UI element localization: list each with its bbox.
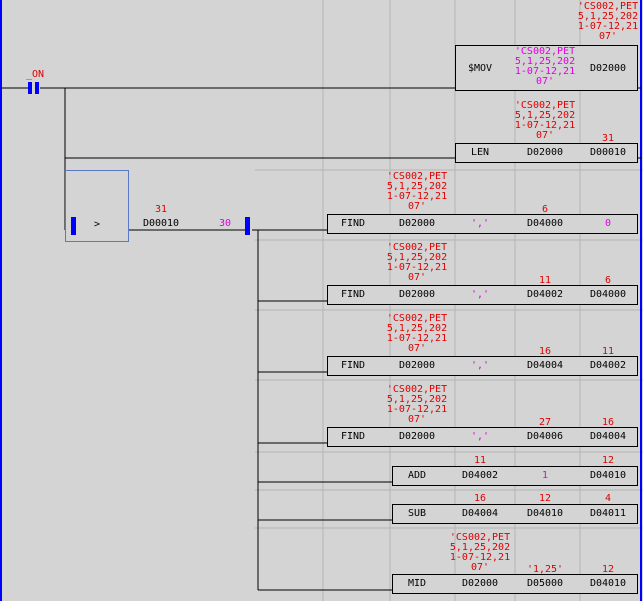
find-1-a-value: 'CS002,PET 5,1,25,202 1-07-12,21 07' [386, 171, 448, 212]
find-3-a: D02000 [398, 360, 436, 371]
len-instruction-box[interactable] [455, 143, 638, 163]
find-2-c: D04002 [526, 289, 564, 300]
mid-box[interactable] [392, 574, 638, 594]
compare-op: > [93, 219, 101, 230]
movs-dst-value: 'CS002,PET 5,1,25,202 1-07-12,21 07' [577, 1, 639, 42]
compare-operand-value: 31 [154, 204, 168, 215]
compare-const: 30 [218, 218, 232, 229]
find-1-d: 0 [604, 218, 612, 229]
mid-b: D05000 [526, 578, 564, 589]
find-1-b: ',' [470, 218, 490, 229]
compare-contact-right [245, 217, 250, 235]
find-2-d: D04000 [589, 289, 627, 300]
find-1-c: D04000 [526, 218, 564, 229]
find-4-d-value: 16 [601, 417, 615, 428]
find-1-a: D02000 [398, 218, 436, 229]
sub-a-value: 16 [473, 493, 487, 504]
movs-instruction-box[interactable] [455, 45, 638, 91]
find-3-op: FIND [340, 360, 366, 371]
contact-on-right[interactable] [35, 82, 39, 94]
len-src: D02000 [526, 147, 564, 158]
find-3-c: D04004 [526, 360, 564, 371]
find-2-op: FIND [340, 289, 366, 300]
movs-dst: D02000 [589, 63, 627, 74]
sub-c-value: 4 [604, 493, 612, 504]
find-1-box[interactable] [327, 214, 638, 234]
len-op: LEN [470, 147, 490, 158]
find-1-op: FIND [340, 218, 366, 229]
movs-op: $MOV [467, 63, 493, 74]
compare-operand: D00010 [142, 218, 180, 229]
mid-b-value: '1,25' [526, 564, 564, 575]
len-src-value: 'CS002,PET 5,1,25,202 1-07-12,21 07' [514, 100, 576, 141]
add-b: 1 [541, 470, 549, 481]
find-2-b: ',' [470, 289, 490, 300]
find-3-b: ',' [470, 360, 490, 371]
find-3-d-value: 11 [601, 346, 615, 357]
find-4-c: D04006 [526, 431, 564, 442]
add-box[interactable] [392, 466, 638, 486]
find-3-box[interactable] [327, 356, 638, 376]
find-2-box[interactable] [327, 285, 638, 305]
find-3-a-value: 'CS002,PET 5,1,25,202 1-07-12,21 07' [386, 313, 448, 354]
mid-c: D04010 [589, 578, 627, 589]
sub-box[interactable] [392, 504, 638, 524]
find-4-a-value: 'CS002,PET 5,1,25,202 1-07-12,21 07' [386, 384, 448, 425]
sub-b: D04010 [526, 508, 564, 519]
find-4-a: D02000 [398, 431, 436, 442]
find-4-c-value: 27 [538, 417, 552, 428]
sub-c: D04011 [589, 508, 627, 519]
mid-a: D02000 [461, 578, 499, 589]
find-4-b: ',' [470, 431, 490, 442]
find-4-box[interactable] [327, 427, 638, 447]
sub-b-value: 12 [538, 493, 552, 504]
len-dst: D00010 [589, 147, 627, 158]
rung-2-wires [129, 229, 392, 591]
add-a: D04002 [461, 470, 499, 481]
find-2-a: D02000 [398, 289, 436, 300]
find-3-c-value: 16 [538, 346, 552, 357]
compare-contact-left [71, 217, 76, 235]
find-3-d: D04002 [589, 360, 627, 371]
find-1-c-value: 6 [541, 204, 549, 215]
contact-label: _ON [25, 69, 45, 80]
sub-a: D04004 [461, 508, 499, 519]
find-4-d: D04004 [589, 431, 627, 442]
mid-op: MID [407, 578, 427, 589]
movs-src: 'CS002,PET 5,1,25,202 1-07-12,21 07' [514, 46, 576, 87]
contact-on-left[interactable] [28, 82, 32, 94]
find-2-c-value: 11 [538, 275, 552, 286]
find-2-d-value: 6 [604, 275, 612, 286]
add-c: D04010 [589, 470, 627, 481]
mid-c-value: 12 [601, 564, 615, 575]
add-c-value: 12 [601, 455, 615, 466]
add-a-value: 11 [473, 455, 487, 466]
mid-a-value: 'CS002,PET 5,1,25,202 1-07-12,21 07' [449, 532, 511, 573]
add-op: ADD [407, 470, 427, 481]
find-4-op: FIND [340, 431, 366, 442]
len-dst-value: 31 [601, 133, 615, 144]
find-2-a-value: 'CS002,PET 5,1,25,202 1-07-12,21 07' [386, 242, 448, 283]
sub-op: SUB [407, 508, 427, 519]
